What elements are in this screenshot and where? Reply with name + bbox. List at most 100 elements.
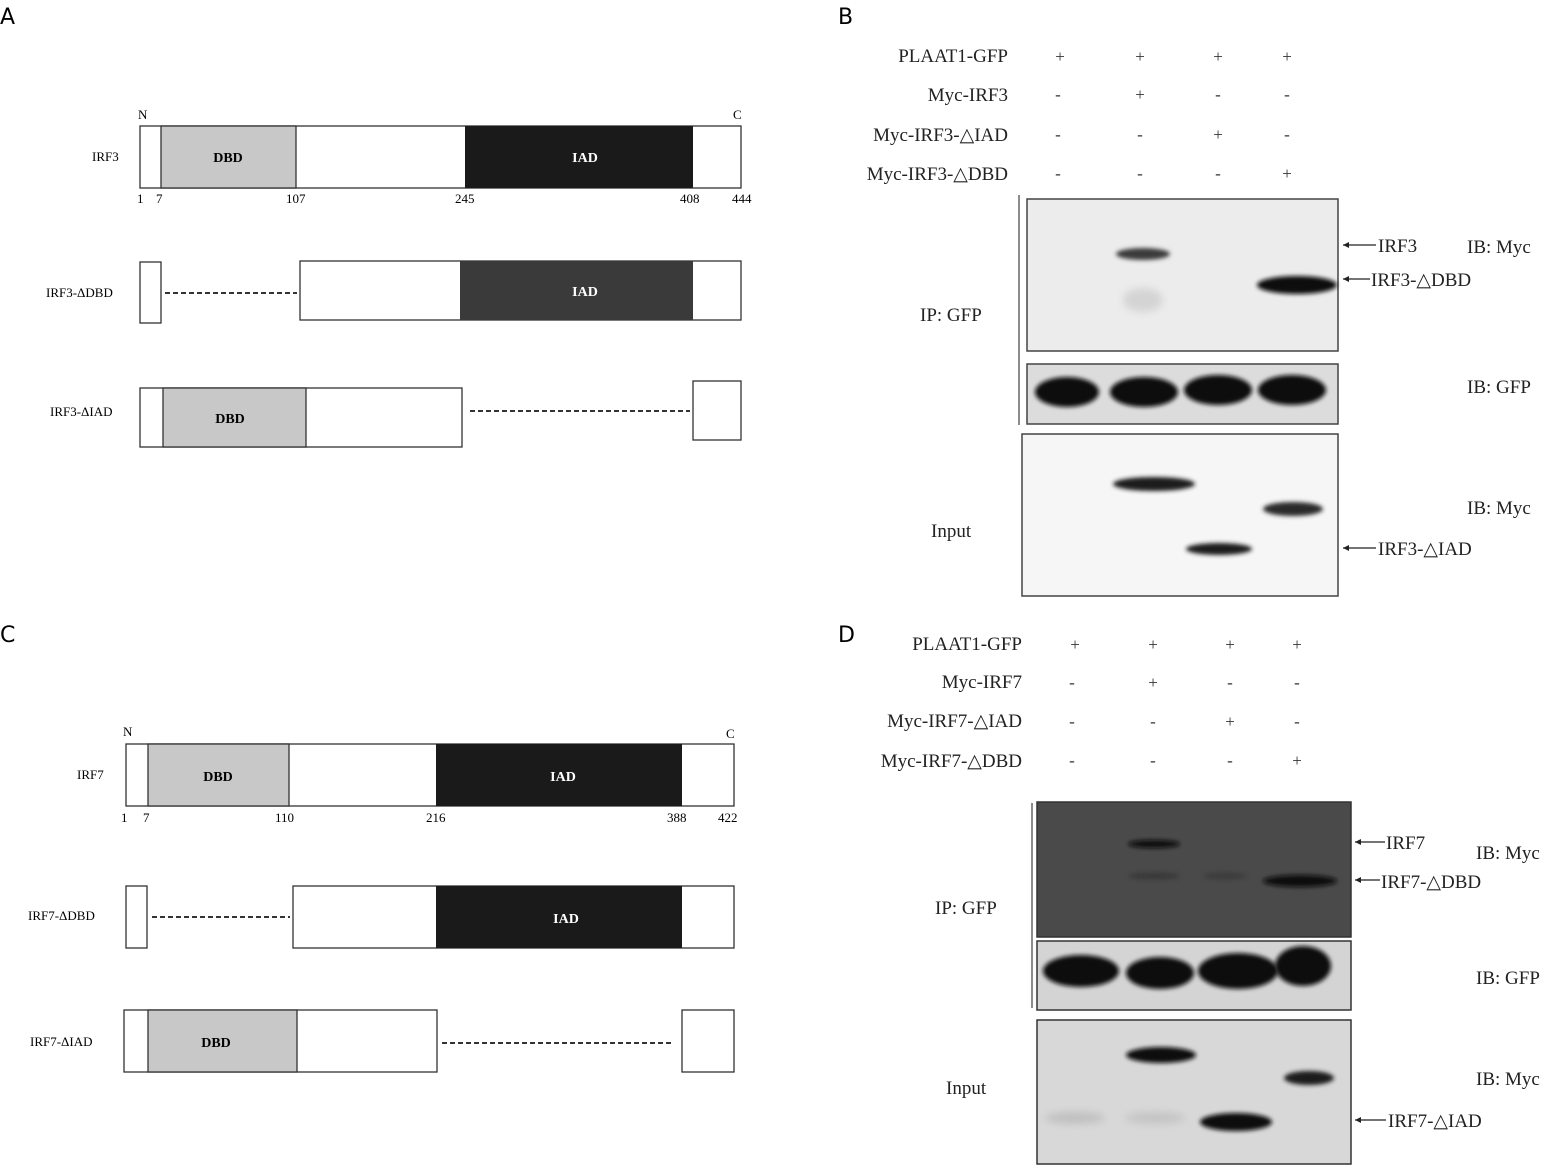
construct-label: IRF7-ΔDBD — [28, 908, 95, 923]
row-label: Myc-IRF3-△DBD — [867, 164, 1008, 185]
row-label: Myc-IRF3 — [928, 85, 1008, 106]
construct-label: IRF3-ΔDBD — [46, 285, 113, 300]
construct-label: IRF3-ΔIAD — [50, 404, 113, 419]
band-irf7-diad-input — [1200, 1113, 1272, 1131]
membrane-ip-myc — [1026, 198, 1339, 352]
position-label: 7 — [156, 191, 163, 206]
position-label: 444 — [732, 191, 752, 206]
membrane-ip-myc — [1036, 801, 1352, 938]
position-label: 388 — [667, 810, 687, 825]
band-irf3-diad-input — [1186, 543, 1252, 555]
sign: + — [1225, 635, 1235, 654]
sign: - — [1069, 751, 1075, 770]
iad-domain — [465, 126, 693, 188]
sign: + — [1292, 751, 1302, 770]
dbd-label: DBD — [215, 412, 245, 427]
band-gfp — [1258, 375, 1326, 405]
input-label: Input — [946, 1078, 987, 1099]
dbd-domain — [160, 125, 297, 189]
sign: - — [1150, 751, 1156, 770]
position-label: 216 — [426, 810, 446, 825]
band-gfp — [1275, 946, 1331, 986]
ip-label: IP: GFP — [920, 305, 982, 326]
position-label: 7 — [143, 810, 150, 825]
row-label: Myc-IRF7-△DBD — [881, 751, 1022, 772]
sign: - — [1055, 125, 1061, 144]
sign: + — [1282, 164, 1292, 183]
panel-letter-c: C — [0, 623, 15, 648]
dbd-domain — [147, 1009, 298, 1073]
band-gfp — [1043, 955, 1119, 987]
iad-label: IAD — [572, 285, 598, 300]
sign: + — [1213, 125, 1223, 144]
sign: + — [1148, 635, 1158, 654]
position-label: 1 — [121, 810, 128, 825]
sign: + — [1292, 635, 1302, 654]
band-gfp — [1035, 377, 1099, 407]
position-label: 1 — [137, 191, 144, 206]
row-label: Myc-IRF7-△IAD — [887, 711, 1022, 732]
sign: - — [1294, 712, 1300, 731]
ib-label: IB: Myc — [1476, 1069, 1540, 1090]
band-label: IRF3 — [1378, 236, 1417, 257]
blot-b: PLAAT1-GFP Myc-IRF3 Myc-IRF3-△IAD Myc-IR… — [867, 46, 1531, 597]
position-label: 408 — [680, 191, 700, 206]
band-irf3-input — [1113, 477, 1195, 491]
sample-table: PLAAT1-GFP Myc-IRF7 Myc-IRF7-△IAD Myc-IR… — [881, 634, 1302, 772]
band-irf7-ddbd — [1263, 875, 1337, 887]
ib-label: IB: GFP — [1476, 968, 1540, 989]
iad-label: IAD — [572, 151, 598, 166]
sign: - — [1150, 712, 1156, 731]
iad-label: IAD — [553, 912, 579, 927]
sign: + — [1055, 47, 1065, 66]
band-gfp — [1126, 957, 1194, 989]
band-irf3-ddbd-input — [1263, 502, 1323, 516]
dbd-domain — [162, 387, 307, 448]
irf3-domain-diagram: N C IRF3 DBD IAD 1 7 107 245 408 444 IRF… — [46, 107, 752, 448]
membrane-input — [1036, 1019, 1352, 1165]
sign: - — [1215, 164, 1221, 183]
row-label: PLAAT1-GFP — [898, 46, 1008, 67]
band-label: IRF7-△IAD — [1388, 1111, 1482, 1132]
iad-domain — [436, 886, 682, 948]
ib-label: IB: Myc — [1476, 843, 1540, 864]
band-irf3-ddbd — [1257, 276, 1337, 294]
position-label: 422 — [718, 810, 738, 825]
row-label: Myc-IRF3-△IAD — [873, 125, 1008, 146]
panel-letter-d: D — [838, 623, 855, 648]
construct-label: IRF3 — [92, 149, 119, 164]
dbd-domain — [147, 743, 290, 807]
band-label: IRF3-△DBD — [1371, 270, 1471, 291]
sample-table: PLAAT1-GFP Myc-IRF3 Myc-IRF3-△IAD Myc-IR… — [867, 46, 1292, 185]
sign: - — [1227, 751, 1233, 770]
panel-letter-a: A — [0, 5, 15, 30]
sign: - — [1137, 164, 1143, 183]
row-label: PLAAT1-GFP — [912, 634, 1022, 655]
iad-domain — [460, 261, 693, 320]
sign: - — [1294, 673, 1300, 692]
band-label: IRF7 — [1386, 833, 1425, 854]
iad-label: IAD — [550, 770, 576, 785]
iad-domain — [436, 744, 682, 806]
band-label: IRF3-△IAD — [1378, 539, 1472, 560]
sign: + — [1282, 47, 1292, 66]
dbd-label: DBD — [201, 1036, 231, 1051]
band-gfp — [1110, 377, 1178, 407]
sign: - — [1137, 125, 1143, 144]
sign: - — [1069, 673, 1075, 692]
position-label: 245 — [455, 191, 475, 206]
band-label: IRF7-△DBD — [1381, 872, 1481, 893]
band-irf7 — [1128, 840, 1180, 848]
band-gfp — [1184, 375, 1252, 405]
irf7-domain-diagram: N C IRF7 DBD IAD 1 7 110 216 388 422 IRF… — [28, 724, 738, 1073]
ib-label: IB: Myc — [1467, 498, 1531, 519]
blot-d: PLAAT1-GFP Myc-IRF7 Myc-IRF7-△IAD Myc-IR… — [881, 634, 1540, 1165]
sign: - — [1215, 85, 1221, 104]
sign: - — [1227, 673, 1233, 692]
sign: + — [1135, 85, 1145, 104]
c-terminus-label: C — [726, 726, 735, 741]
sign: + — [1213, 47, 1223, 66]
sign: + — [1135, 47, 1145, 66]
sign: + — [1225, 712, 1235, 731]
